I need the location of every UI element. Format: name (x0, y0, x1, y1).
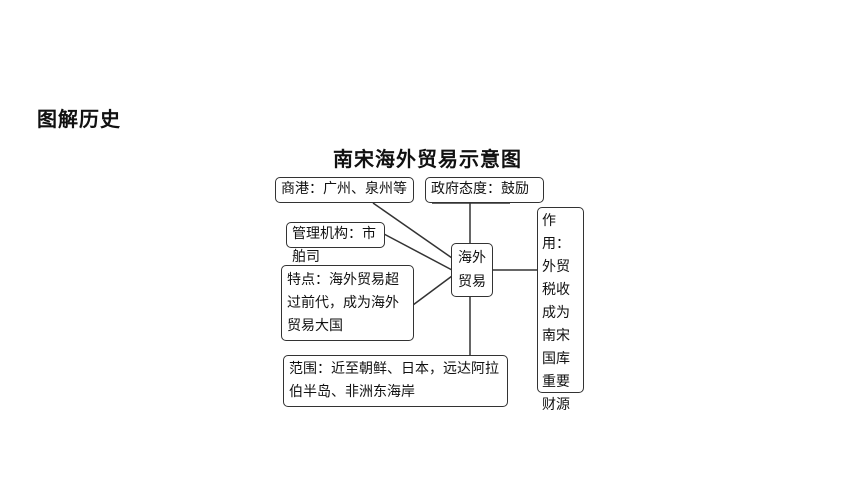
connector-management (383, 233, 453, 271)
node-scope: 范围：近至朝鲜、日本，远达阿拉伯半岛、非洲东海岸 (283, 355, 508, 407)
node-ports: 商港：广州、泉州等 (275, 177, 414, 203)
node-center: 海外贸易 (451, 243, 493, 297)
node-features: 特点：海外贸易超过前代，成为海外贸易大国 (281, 265, 414, 341)
section-heading: 图解历史 (37, 107, 121, 131)
node-government-attitude: 政府态度：鼓励 (425, 177, 544, 203)
connector-features (412, 275, 453, 306)
diagram-title: 南宋海外贸易示意图 (333, 147, 522, 171)
connector-ports (372, 202, 453, 259)
node-management-agency: 管理机构：市舶司 (286, 222, 385, 265)
node-effect: 作用：外贸税收成为南宋国库重要财源 (537, 207, 584, 413)
